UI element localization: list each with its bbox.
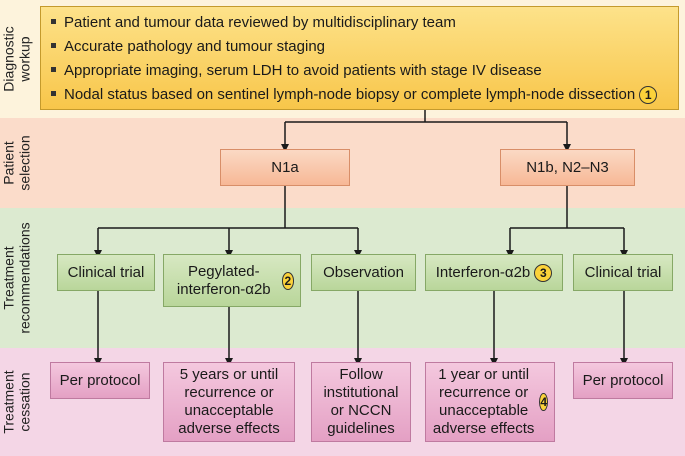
cessation-box: 1 year or until recurrence or unacceptab…: [425, 362, 555, 442]
diagnostic-workup-box: Patient and tumour data reviewed by mult…: [40, 6, 679, 110]
reference-badge: 3: [534, 263, 553, 282]
recommendation-box: Observation: [311, 254, 416, 291]
recommendation-label: Pegylated-interferon-α2b: [176, 262, 271, 298]
recommendation-label: Clinical trial: [67, 263, 145, 281]
recommendation-box: Pegylated-interferon-α2b 2: [163, 254, 301, 307]
cessation-label: Follow institutional or NCCN guidelines: [323, 366, 399, 437]
workup-item: Appropriate imaging, serum LDH to avoid …: [49, 59, 670, 83]
reference-badge: 1: [639, 86, 658, 104]
cessation-box: Follow institutional or NCCN guidelines: [311, 362, 411, 442]
cessation-label: Per protocol: [582, 371, 664, 389]
reference-badge: 2: [281, 271, 294, 290]
workup-item: Nodal status based on sentinel lymph-nod…: [49, 83, 670, 107]
workup-list: Patient and tumour data reviewed by mult…: [49, 11, 670, 107]
bullet-icon: [51, 43, 56, 49]
selection-n1b-n2-n3: N1b, N2–N3: [500, 149, 635, 186]
recommendation-label: Clinical trial: [584, 263, 662, 281]
cessation-label: 5 years or until recurrence or unaccepta…: [178, 366, 280, 437]
workup-item-text: Nodal status based on sentinel lymph-nod…: [64, 86, 636, 103]
cessation-box: Per protocol: [573, 362, 673, 399]
cessation-box: Per protocol: [50, 362, 150, 399]
workup-item-text: Patient and tumour data reviewed by mult…: [64, 14, 456, 31]
recommendation-box: Clinical trial: [57, 254, 155, 291]
workup-item-text: Accurate pathology and tumour staging: [64, 38, 325, 55]
cessation-box: 5 years or until recurrence or unaccepta…: [163, 362, 295, 442]
bullet-icon: [51, 91, 56, 97]
reference-badge: 4: [539, 393, 548, 411]
cessation-label: 1 year or until recurrence or unacceptab…: [432, 366, 535, 437]
bullet-icon: [51, 67, 56, 73]
workup-item: Patient and tumour data reviewed by mult…: [49, 11, 670, 35]
selection-n1a: N1a: [220, 149, 350, 186]
recommendation-box: Clinical trial: [573, 254, 673, 291]
cessation-label: Per protocol: [59, 371, 141, 389]
workup-item: Accurate pathology and tumour staging: [49, 35, 670, 59]
bullet-icon: [51, 19, 56, 25]
workup-item-text: Appropriate imaging, serum LDH to avoid …: [64, 62, 542, 79]
recommendation-label: Interferon-α2b: [435, 263, 531, 281]
recommendation-label: Observation: [323, 263, 404, 281]
